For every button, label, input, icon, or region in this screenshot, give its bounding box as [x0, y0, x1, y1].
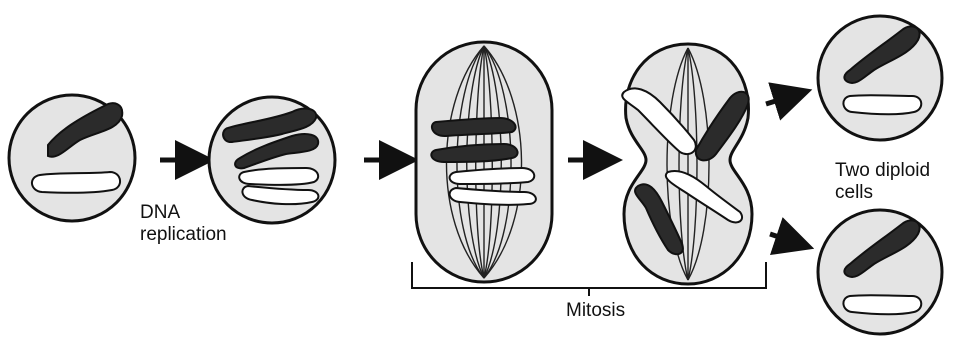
daughter-cell-top — [818, 16, 942, 140]
arrow-to-bottom-daughter — [770, 234, 800, 244]
mitosis-label: Mitosis — [566, 300, 625, 322]
metaphase-cell — [416, 42, 552, 282]
daughter-cell-bottom — [818, 210, 942, 334]
light-chromosome — [843, 295, 921, 314]
replicated-cell — [209, 97, 335, 223]
light-chromosome — [843, 95, 921, 114]
two-diploid-cells-line-2: cells — [835, 182, 930, 204]
light-chromatid-upper — [450, 168, 535, 184]
original-cell — [9, 95, 135, 221]
arrow-to-top-daughter — [766, 94, 798, 104]
dark-chromatid-upper — [432, 118, 516, 136]
dna-replication-line-2: replication — [140, 224, 227, 246]
dna-replication-line-1: DNA — [140, 202, 227, 224]
anaphase-cell — [622, 44, 752, 284]
two-diploid-cells-line-1: Two diploid — [835, 160, 930, 182]
light-chromosome — [32, 172, 120, 193]
light-chromatid-upper — [239, 168, 318, 185]
two-diploid-cells-label: Two diploid cells — [835, 160, 930, 204]
dna-replication-label: DNA replication — [140, 202, 227, 246]
